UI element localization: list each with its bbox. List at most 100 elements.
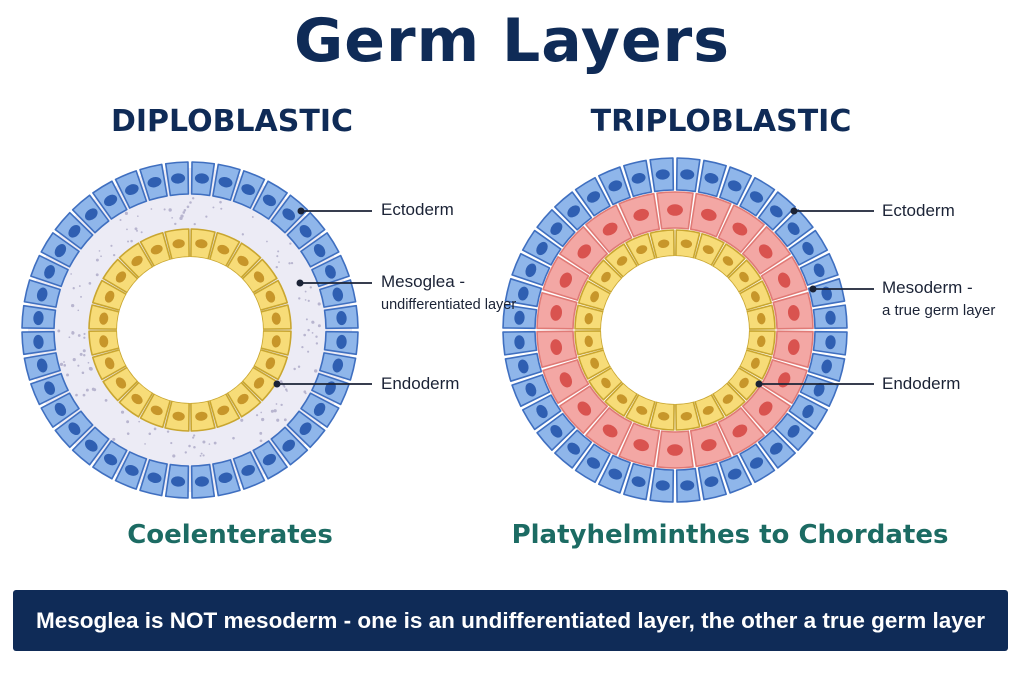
endoderm-nucleus <box>195 239 208 249</box>
diploblastic-heading: DIPLOBLASTIC <box>110 104 354 139</box>
mesoglea-speckle <box>275 265 278 269</box>
endoderm-nucleus <box>757 335 766 348</box>
mesoglea-speckle <box>120 410 125 414</box>
mesoglea-speckle <box>303 333 307 337</box>
mesoderm-nucleus <box>602 424 618 438</box>
mesoglea-speckle <box>289 242 292 245</box>
mesoglea-speckle <box>317 324 321 328</box>
mesoglea-leader-dot <box>296 279 304 287</box>
mesoglea-speckle <box>77 334 81 337</box>
mesoglea-speckle <box>304 299 307 301</box>
mesoglea-speckle <box>71 330 75 334</box>
mesoglea-speckle <box>213 441 217 445</box>
mesoglea-speckle <box>311 331 314 334</box>
mesoderm-ring <box>536 191 814 469</box>
mesoglea-speckle <box>83 336 86 339</box>
mesoderm-nucleus <box>559 272 573 288</box>
endoderm-nucleus <box>253 271 265 283</box>
mesoderm-nucleus <box>758 401 773 416</box>
ectoderm-nucleus <box>299 422 312 436</box>
endoderm-nucleus <box>217 244 230 255</box>
ectoderm-nucleus <box>36 287 48 302</box>
endoderm-nucleus <box>172 411 185 421</box>
mesoglea-speckle <box>134 227 138 231</box>
ectoderm-nucleus <box>194 476 209 487</box>
mesoglea-speckle <box>193 445 196 449</box>
mesoderm-nucleus <box>787 305 800 321</box>
mesoderm-nucleus <box>667 444 683 456</box>
mesoglea-speckle <box>251 216 254 218</box>
ectoderm-nucleus <box>282 208 296 221</box>
ectoderm-nucleus <box>84 439 98 452</box>
endoderm-nucleus <box>237 393 249 405</box>
endoderm-nucleus <box>616 256 628 266</box>
ectoderm-nucleus <box>550 222 563 235</box>
mesoglea-speckle <box>82 349 86 353</box>
endoderm-label: Endoderm <box>882 374 961 393</box>
mesoderm-nucleus <box>701 208 717 221</box>
ectoderm-nucleus <box>787 425 800 438</box>
mesoglea-speckle <box>153 427 157 431</box>
mesoderm-nucleus <box>602 222 618 236</box>
ectoderm-nucleus <box>171 173 186 184</box>
ectoderm-nucleus <box>514 335 525 350</box>
mesoglea-speckle <box>70 273 72 275</box>
mesoglea-speckle <box>127 240 130 243</box>
ectoderm-nucleus <box>749 457 764 469</box>
mesoglea-speckle <box>317 302 321 306</box>
endoderm-nucleus <box>722 256 734 266</box>
mesoglea-speckle <box>136 229 138 232</box>
ectoderm-nucleus <box>680 480 695 491</box>
mesoglea-speckle <box>126 420 130 424</box>
ectoderm-nucleus <box>241 184 255 196</box>
endoderm-nucleus <box>172 239 185 249</box>
mesoglea-speckle <box>208 443 211 445</box>
mesoglea-speckle <box>126 228 128 231</box>
mesoderm-nucleus <box>758 244 773 259</box>
ectoderm-nucleus <box>262 453 276 466</box>
mesoglea-speckle <box>205 215 208 218</box>
mesoglea-speckle <box>57 329 61 333</box>
mesoglea-speckle <box>314 369 318 373</box>
ectoderm-nucleus <box>536 404 548 419</box>
ectoderm-nucleus <box>704 173 719 184</box>
archenteron-cavity <box>117 257 263 403</box>
mesoglea-speckle <box>315 342 319 345</box>
mesoglea-speckle <box>192 436 195 439</box>
mesoglea-speckle <box>150 208 153 210</box>
mesoglea-speckle <box>293 367 296 371</box>
mesoglea-speckle <box>63 363 67 367</box>
mesoglea-speckle <box>199 454 202 457</box>
mesoglea-speckle <box>112 437 116 441</box>
ectoderm-nucleus <box>84 208 98 221</box>
mesoglea-speckle <box>288 262 291 265</box>
mesoglea-speckle <box>309 286 312 289</box>
ectoderm-nucleus <box>282 439 296 452</box>
ectoderm-nucleus <box>332 358 344 373</box>
endoderm-nucleus <box>750 291 760 303</box>
mesoderm-nucleus <box>633 208 649 221</box>
ectoderm-nucleus <box>704 476 719 487</box>
mesoglea-speckle <box>298 297 301 300</box>
ectoderm-nucleus <box>821 286 832 301</box>
diploblastic-diagram <box>21 161 359 499</box>
endoderm-nucleus <box>601 377 611 389</box>
mesoglea-speckle <box>80 295 82 298</box>
endoderm-nucleus <box>99 335 109 348</box>
ectoderm-nucleus <box>262 194 276 207</box>
ectoderm-nucleus <box>104 194 118 207</box>
mesoglea-speckle <box>290 261 294 265</box>
ectoderm-nucleus <box>125 184 139 196</box>
mesoderm-nucleus <box>701 439 717 452</box>
mesoglea-speckle <box>71 304 75 308</box>
ectoderm-nucleus <box>536 241 548 256</box>
endoderm-nucleus <box>115 377 127 389</box>
mesoglea-speckle <box>140 231 143 234</box>
endoderm-nucleus <box>680 412 693 421</box>
endoderm-nucleus <box>750 357 760 369</box>
endoderm-label: Endoderm <box>381 374 460 393</box>
mesoglea-speckle <box>124 211 128 215</box>
mesoglea-speckle <box>72 358 76 362</box>
ectoderm-nucleus <box>631 476 646 487</box>
